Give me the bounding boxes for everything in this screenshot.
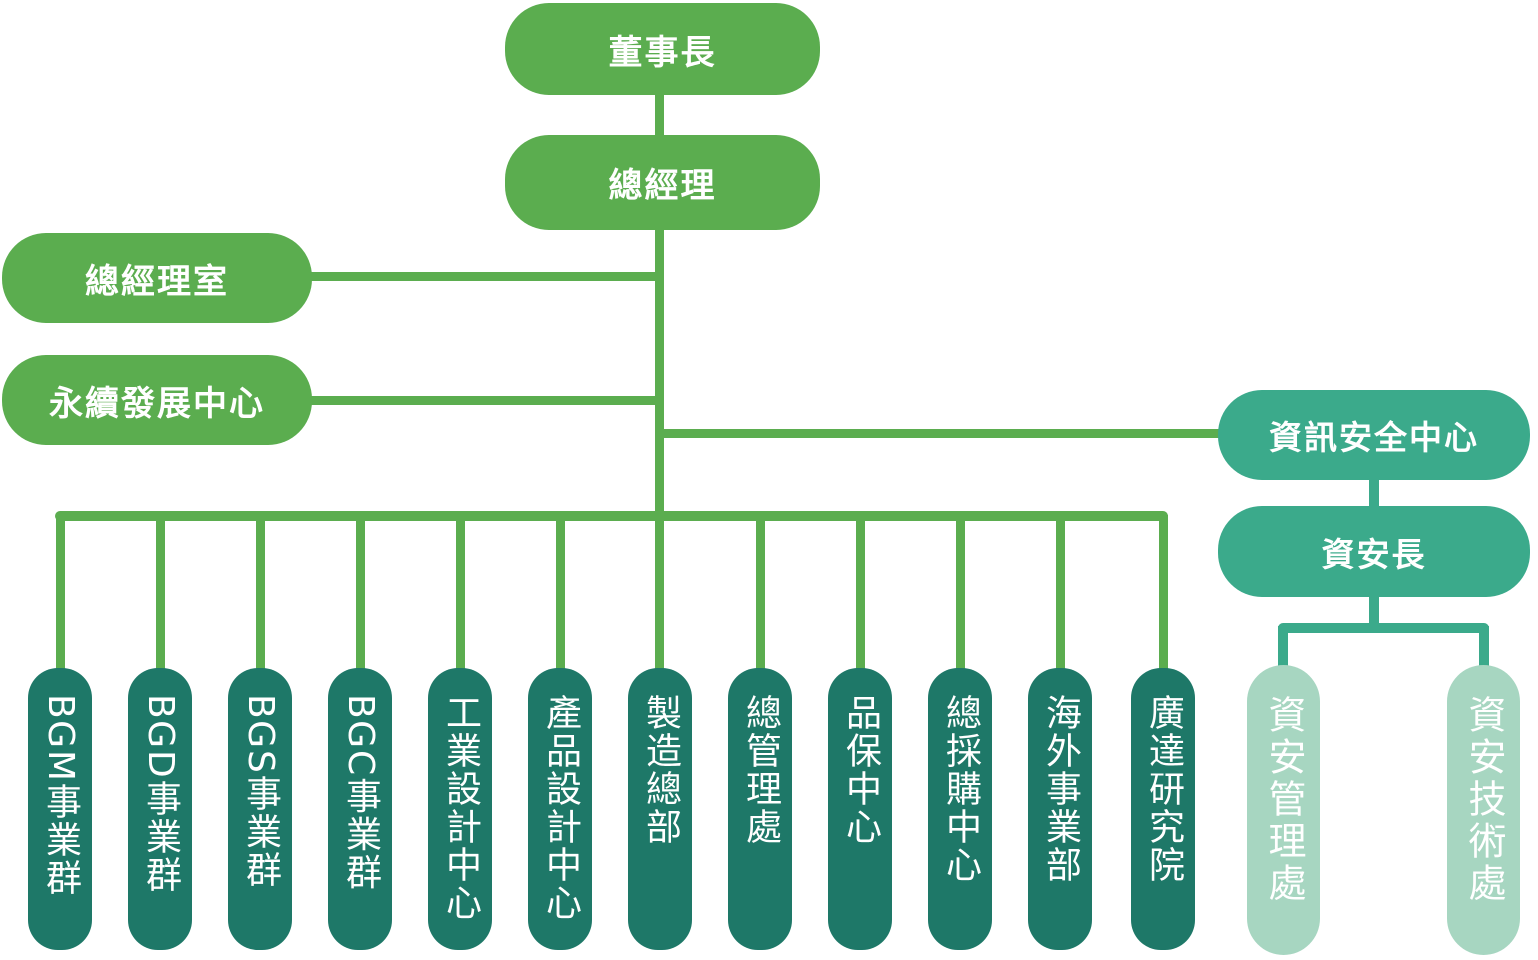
division-leg-line-2	[1479, 626, 1489, 670]
president-office-node: 總經理室	[2, 233, 312, 323]
drop-line-9	[855, 515, 865, 670]
sustainability-center-label: 永續發展中心	[49, 383, 265, 424]
security-division-node-2: 資安技術處	[1447, 665, 1520, 955]
drop-line-3	[255, 515, 265, 670]
dept-node-research-institute: 廣達研究院	[1131, 668, 1195, 950]
dept-label-quality-assurance: 品保中心	[840, 694, 881, 846]
ciso-t-bar-line	[1278, 623, 1489, 633]
infosec-branch-line	[660, 429, 1222, 438]
drop-line-10	[955, 515, 965, 670]
dept-node-bgm: BGM事業群	[28, 668, 92, 950]
dept-node-bgc: BGC事業群	[328, 668, 392, 950]
drop-line-6	[555, 515, 565, 670]
dept-node-general-admin: 總管理處	[728, 668, 792, 950]
drop-line-12	[1158, 515, 1168, 670]
dept-node-bgd: BGD事業群	[128, 668, 192, 950]
dept-label-bgc: BGC事業群	[340, 694, 381, 892]
trunk-line	[655, 228, 664, 670]
drop-line-4	[355, 515, 365, 670]
dept-label-research-institute: 廣達研究院	[1143, 694, 1184, 884]
chairman-president-line	[655, 95, 664, 140]
dept-label-bgd: BGD事業群	[140, 694, 181, 894]
dept-label-bgs: BGS事業群	[240, 694, 281, 889]
infosec-center-node: 資訊安全中心	[1218, 390, 1530, 480]
division-leg-line-1	[1278, 626, 1288, 670]
chairman-label: 董事長	[608, 32, 717, 73]
ciso-label: 資安長	[1321, 534, 1427, 574]
dept-label-manufacturing: 製造總部	[640, 694, 681, 846]
sustainability-branch-line	[310, 396, 660, 405]
president-node: 總經理	[505, 135, 820, 230]
ciso-stem-line	[1369, 595, 1379, 630]
dept-node-quality-assurance: 品保中心	[828, 668, 892, 950]
chairman-node: 董事長	[505, 3, 820, 95]
dept-label-general-admin: 總管理處	[740, 694, 781, 846]
drop-line-8	[755, 515, 765, 670]
dept-label-product-design: 產品設計中心	[540, 694, 581, 922]
drop-line-1	[55, 515, 65, 670]
dept-label-bgm: BGM事業群	[40, 694, 81, 898]
dept-node-industrial-design: 工業設計中心	[428, 668, 492, 950]
president-label: 總經理	[608, 166, 717, 206]
security-division-node-1: 資安管理處	[1247, 665, 1320, 955]
drop-line-2	[155, 515, 165, 670]
dept-label-overseas: 海外事業部	[1040, 694, 1081, 884]
dept-node-procurement: 總採購中心	[928, 668, 992, 950]
security-division-label-1: 資安管理處	[1262, 695, 1307, 905]
infosec-ciso-line	[1369, 478, 1379, 510]
infosec-center-label: 資訊安全中心	[1269, 418, 1479, 457]
president-office-branch-line	[310, 272, 660, 281]
dept-label-procurement: 總採購中心	[940, 694, 981, 884]
ciso-node: 資安長	[1218, 506, 1530, 597]
dept-label-industrial-design: 工業設計中心	[440, 694, 481, 922]
dept-node-overseas: 海外事業部	[1028, 668, 1092, 950]
dept-node-manufacturing: 製造總部	[628, 668, 692, 950]
drop-line-11	[1055, 515, 1065, 670]
dept-node-product-design: 產品設計中心	[528, 668, 592, 950]
department-bus-line	[55, 511, 1168, 521]
president-office-label: 總經理室	[85, 261, 229, 302]
dept-node-bgs: BGS事業群	[228, 668, 292, 950]
sustainability-center-node: 永續發展中心	[2, 355, 312, 445]
drop-line-5	[455, 515, 465, 670]
security-division-label-2: 資安技術處	[1462, 695, 1507, 905]
